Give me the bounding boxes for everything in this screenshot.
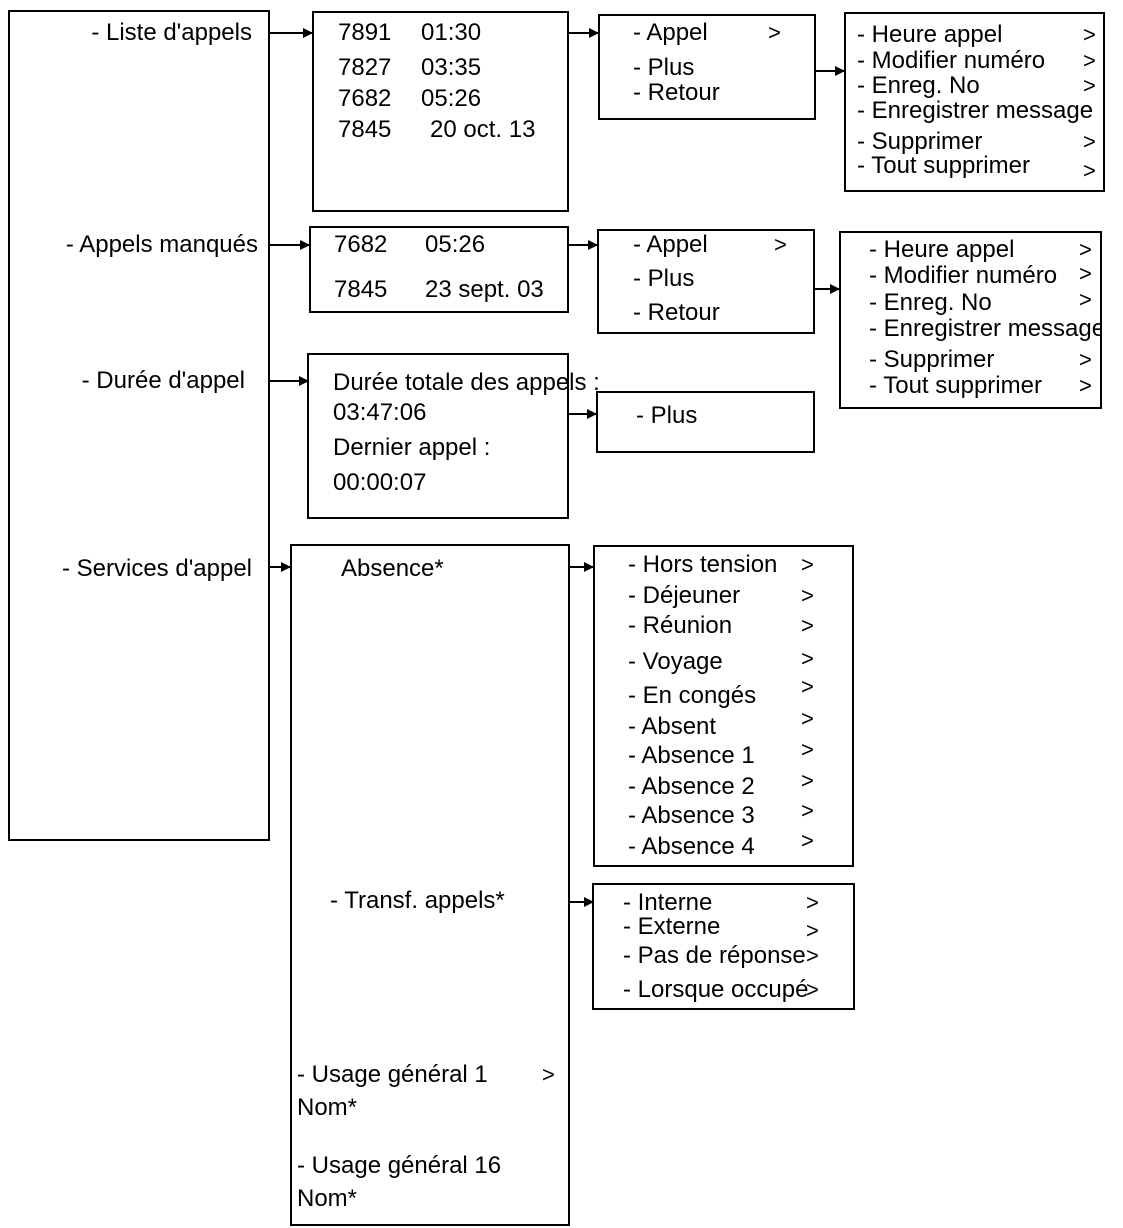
chevron-right-icon: > xyxy=(806,943,819,968)
absence-option-2[interactable]: - Déjeuner xyxy=(628,582,741,609)
call-list-time-2: 03:35 xyxy=(421,54,482,81)
chevron-right-icon: > xyxy=(1083,22,1096,47)
chevron-right-icon: > xyxy=(1083,48,1096,73)
absence-option-3[interactable]: - Réunion xyxy=(628,612,733,639)
call-list-more-item-2[interactable]: - Modifier numéro xyxy=(857,47,1046,74)
missed-action-back[interactable]: - Retour xyxy=(633,299,720,326)
forward-options-box: - Interne - Externe - Pas de réponse - L… xyxy=(592,883,855,1010)
missed-more-item-5[interactable]: - Supprimer xyxy=(869,346,995,373)
last-call-value: 00:00:07 xyxy=(333,469,427,496)
service-call-forward[interactable]: - Transf. appels* xyxy=(330,887,505,914)
call-duration-box xyxy=(307,353,569,519)
service-general-use-16-name: Nom* xyxy=(297,1185,358,1212)
chevron-right-icon: > xyxy=(542,1062,555,1087)
missed-calls-box xyxy=(309,226,569,313)
missed-more-menu-box: - Heure appel - Modifier numéro - Enreg.… xyxy=(839,231,1102,409)
missed-more-item-6[interactable]: - Tout supprimer xyxy=(869,372,1042,399)
call-list-number-2[interactable]: 7827 xyxy=(338,54,392,81)
call-list-time-4: 20 oct. 13 xyxy=(430,116,536,143)
absence-option-10[interactable]: - Absence 4 xyxy=(628,833,755,860)
menu-item-call-list[interactable]: - Liste d'appels xyxy=(91,19,252,46)
call-list-action-back[interactable]: - Retour xyxy=(633,79,720,106)
chevron-right-icon: > xyxy=(801,613,814,638)
missed-call-number-1[interactable]: 7682 xyxy=(334,231,388,258)
call-services-box xyxy=(290,544,570,1226)
chevron-right-icon: > xyxy=(801,828,814,853)
missed-action-more[interactable]: - Plus xyxy=(633,265,695,292)
call-list-more-item-3[interactable]: - Enreg. No xyxy=(857,72,980,99)
chevron-right-icon: > xyxy=(1083,158,1096,183)
missed-call-time-1: 05:26 xyxy=(425,231,486,258)
chevron-right-icon: > xyxy=(801,768,814,793)
duration-action-more[interactable]: - Plus xyxy=(636,402,698,429)
missed-more-item-2[interactable]: - Modifier numéro xyxy=(869,262,1058,289)
call-list-action-more[interactable]: - Plus xyxy=(633,54,695,81)
chevron-right-icon: > xyxy=(1083,129,1096,154)
main-menu-box xyxy=(8,10,270,841)
call-list-more-menu-box: - Heure appel - Modifier numéro - Enreg.… xyxy=(844,12,1105,192)
call-list-more-item-4[interactable]: - Enregistrer message xyxy=(857,97,1094,124)
total-duration-label: Durée totale des appels : xyxy=(333,369,600,396)
menu-item-missed-calls[interactable]: - Appels manqués xyxy=(65,231,258,258)
call-list-action-call[interactable]: - Appel xyxy=(633,19,708,46)
absence-option-8[interactable]: - Absence 2 xyxy=(628,773,755,800)
missed-more-item-1[interactable]: - Heure appel xyxy=(869,236,1015,263)
menu-item-call-duration[interactable]: - Durée d'appel xyxy=(81,367,245,394)
chevron-right-icon: > xyxy=(1079,287,1092,312)
chevron-right-icon: > xyxy=(1083,73,1096,98)
service-absence[interactable]: Absence* xyxy=(341,555,444,582)
absence-option-6[interactable]: - Absent xyxy=(628,713,717,740)
chevron-right-icon: > xyxy=(801,674,814,699)
missed-more-item-3[interactable]: - Enreg. No xyxy=(869,289,992,316)
forward-option-3[interactable]: - Pas de réponse xyxy=(623,942,806,969)
call-list-more-item-6[interactable]: - Tout supprimer xyxy=(857,152,1030,179)
chevron-right-icon: > xyxy=(801,706,814,731)
forward-option-2[interactable]: - Externe xyxy=(623,913,721,940)
absence-option-4[interactable]: - Voyage xyxy=(628,648,723,675)
last-call-label: Dernier appel : xyxy=(333,434,491,461)
absence-option-9[interactable]: - Absence 3 xyxy=(628,802,755,829)
absence-option-1[interactable]: - Hors tension xyxy=(628,551,778,578)
chevron-right-icon: > xyxy=(801,583,814,608)
chevron-right-icon: > xyxy=(806,977,819,1002)
chevron-right-icon: > xyxy=(801,737,814,762)
absence-option-5[interactable]: - En congés xyxy=(628,682,757,709)
call-list-box xyxy=(312,11,569,212)
service-general-use-1-name: Nom* xyxy=(297,1094,358,1121)
service-general-use-16[interactable]: - Usage général 16 xyxy=(297,1152,502,1179)
call-list-time-1: 01:30 xyxy=(421,19,482,46)
call-list-more-item-1[interactable]: - Heure appel xyxy=(857,21,1003,48)
call-list-number-4[interactable]: 7845 xyxy=(338,116,392,143)
call-list-number-3[interactable]: 7682 xyxy=(338,85,392,112)
chevron-right-icon: > xyxy=(806,918,819,943)
call-list-more-item-5[interactable]: - Supprimer xyxy=(857,128,983,155)
call-list-actions-box xyxy=(598,14,816,120)
forward-option-1[interactable]: - Interne xyxy=(623,889,713,916)
chevron-right-icon: > xyxy=(801,798,814,823)
menu-item-call-services[interactable]: - Services d'appel xyxy=(61,555,252,582)
missed-action-call[interactable]: - Appel xyxy=(633,231,708,258)
missed-more-item-4[interactable]: - Enregistrer message xyxy=(869,315,1102,342)
chevron-right-icon: > xyxy=(801,552,814,577)
duration-more-box xyxy=(596,391,815,453)
chevron-right-icon: > xyxy=(1079,261,1092,286)
chevron-right-icon: > xyxy=(774,232,787,257)
missed-call-time-2: 23 sept. 03 xyxy=(425,276,544,303)
chevron-right-icon: > xyxy=(1079,237,1092,262)
missed-call-number-2[interactable]: 7845 xyxy=(334,276,388,303)
chevron-right-icon: > xyxy=(768,20,781,45)
call-list-number-1[interactable]: 7891 xyxy=(338,19,392,46)
call-list-time-3: 05:26 xyxy=(421,85,482,112)
absence-options-box xyxy=(593,545,854,867)
chevron-right-icon: > xyxy=(801,646,814,671)
service-general-use-1[interactable]: - Usage général 1 xyxy=(297,1061,488,1088)
total-duration-value: 03:47:06 xyxy=(333,399,427,426)
forward-option-4[interactable]: - Lorsque occupé xyxy=(623,976,809,1003)
absence-option-7[interactable]: - Absence 1 xyxy=(628,742,755,769)
missed-calls-actions-box xyxy=(597,229,815,334)
chevron-right-icon: > xyxy=(1079,373,1092,398)
chevron-right-icon: > xyxy=(1079,347,1092,372)
chevron-right-icon: > xyxy=(806,890,819,915)
